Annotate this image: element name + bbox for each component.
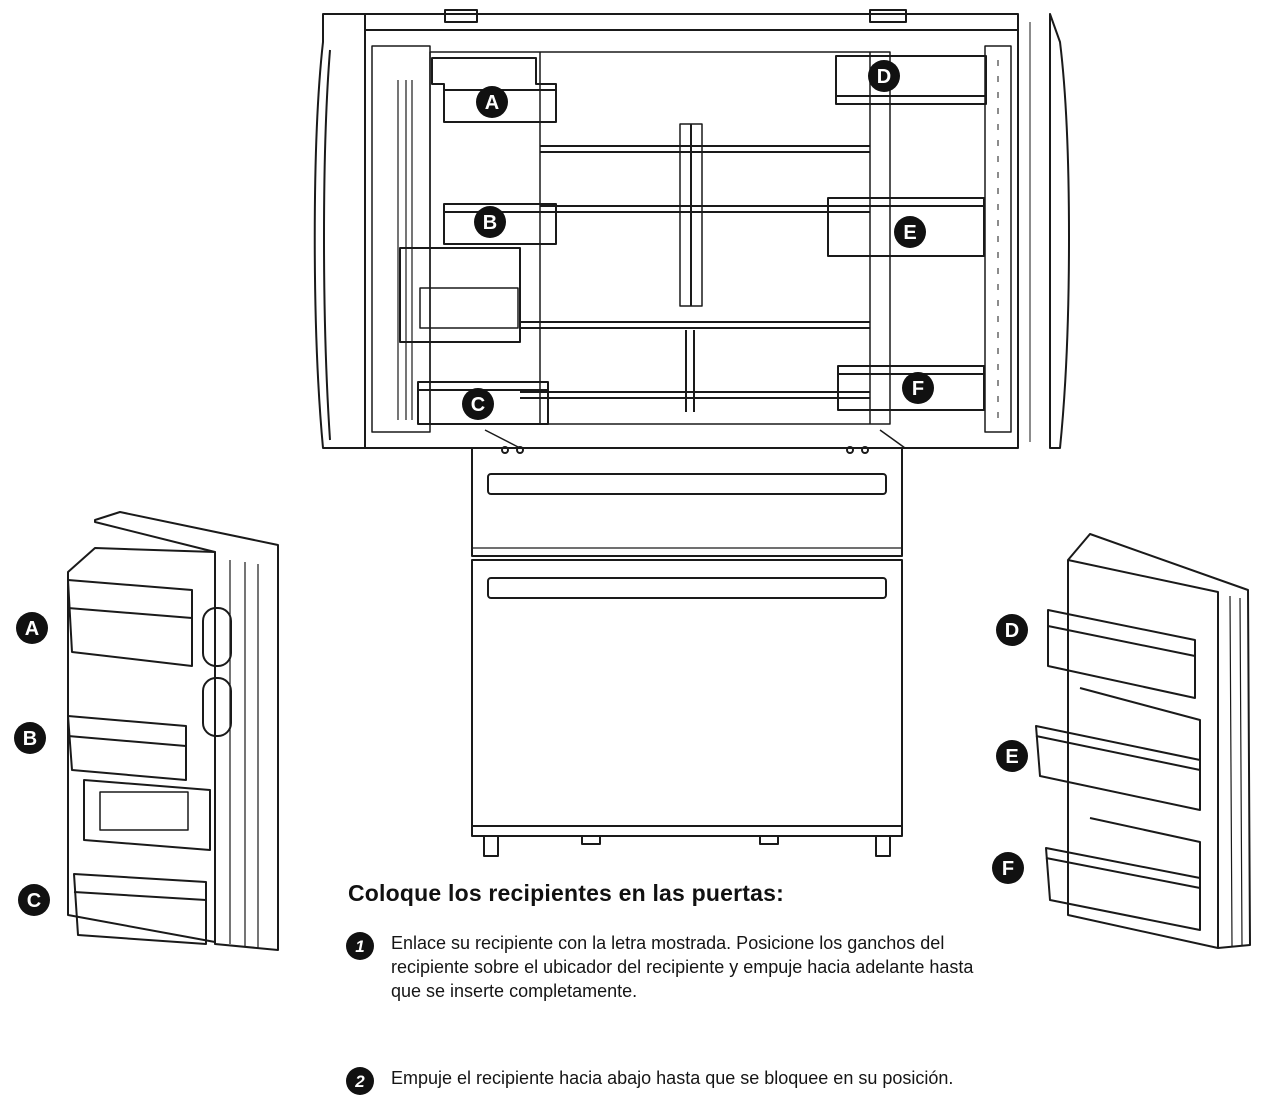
label-b-fridge-circle [474, 206, 506, 238]
label-d-fridge-text: D [877, 66, 891, 88]
right-door-detail [1035, 533, 1251, 949]
step-number-2: 2 [354, 1072, 365, 1091]
door-bin-e [1035, 725, 1201, 811]
step-text-1: Enlace su recipiente con la letra mostra… [391, 933, 974, 1001]
label-f-door: F [992, 852, 1024, 884]
label-f-fridge: F [902, 372, 934, 404]
label-e-door-circle [996, 740, 1028, 772]
label-e-fridge-circle [894, 216, 926, 248]
door-bin-a [67, 579, 193, 667]
lower-drawer [471, 559, 903, 837]
label-d-door-text: D [1005, 620, 1019, 642]
label-b-door-text: B [23, 728, 37, 750]
dispenser-housing [399, 247, 521, 343]
label-e-door-text: E [1005, 746, 1018, 768]
step-number-1-icon: 1 [346, 932, 374, 960]
label-f-fridge-circle [902, 372, 934, 404]
label-b-fridge-text: B [483, 212, 497, 234]
bin-f-shape [837, 365, 985, 411]
label-a-door: A [16, 612, 48, 644]
label-e-fridge-text: E [903, 222, 916, 244]
step-number-2-icon: 2 [346, 1067, 374, 1095]
label-c-door: C [18, 884, 50, 916]
bin-e-shape [827, 197, 985, 257]
door-bin-d [1047, 609, 1196, 699]
label-a-fridge-circle [476, 86, 508, 118]
upper-drawer [471, 447, 903, 557]
refrigerator-open [313, 9, 1070, 857]
left-door-detail [67, 511, 279, 951]
label-f-door-text: F [1002, 858, 1014, 880]
label-c-fridge: C [462, 388, 494, 420]
bin-a-shape [431, 57, 557, 123]
label-c-door-text: C [27, 890, 41, 912]
step-text-2: Empuje el recipiente hacia abajo hasta q… [391, 1068, 954, 1088]
right-door-panel [1049, 13, 1070, 449]
label-d-door: D [996, 614, 1028, 646]
label-b-door-circle [14, 722, 46, 754]
label-a-fridge: A [476, 86, 508, 118]
label-f-fridge-text: F [912, 378, 924, 400]
label-c-fridge-text: C [471, 394, 485, 416]
label-b-door: B [14, 722, 46, 754]
label-b-fridge: B [474, 206, 506, 238]
label-e-door: E [996, 740, 1028, 772]
bin-b-shape [443, 203, 557, 245]
instructions-title: Coloque los recipientes en las puertas: [348, 880, 784, 906]
bin-c-shape [417, 381, 549, 425]
label-e-fridge: E [894, 216, 926, 248]
step-number-1: 1 [355, 937, 364, 956]
label-c-fridge-circle [462, 388, 494, 420]
label-f-door-circle [992, 852, 1024, 884]
door-bin-f [1045, 847, 1201, 931]
bin-d-shape [835, 55, 987, 105]
label-a-door-text: A [25, 618, 39, 640]
label-a-fridge-text: A [485, 92, 499, 114]
label-d-fridge-circle [868, 60, 900, 92]
door-bin-c [73, 873, 207, 945]
label-d-fridge: D [868, 60, 900, 92]
label-d-door-circle [996, 614, 1028, 646]
label-a-door-circle [16, 612, 48, 644]
door-bin-b [67, 715, 187, 781]
left-door-panel [313, 13, 366, 449]
label-c-door-circle [18, 884, 50, 916]
